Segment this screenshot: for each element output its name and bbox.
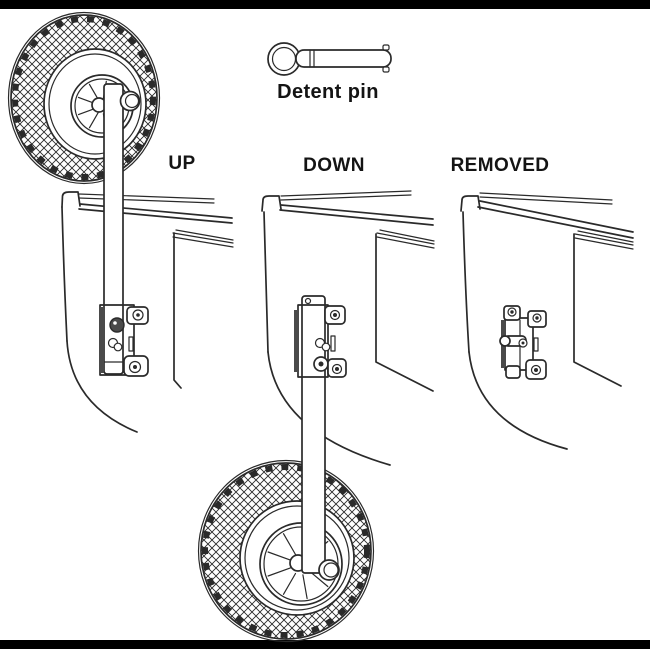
bracket-notch (330, 335, 336, 352)
tire-outline-outer (7, 11, 161, 185)
hull-bottom-curve (468, 351, 568, 450)
transom-left-edge (61, 206, 68, 342)
strut-tube (301, 295, 326, 574)
transom-cap-lines (279, 204, 434, 226)
bracket-notch (533, 337, 539, 352)
gunwale-corner (261, 195, 282, 212)
detent-pin-illustration (267, 42, 392, 76)
inner-rail-stubs (376, 229, 435, 249)
detent-pin-ring-inner (271, 46, 297, 72)
tire-outline-outer (197, 459, 375, 643)
strut-top-hole (304, 297, 312, 305)
bracket-shade (99, 307, 104, 373)
adjust-hole (321, 342, 331, 352)
transom-inner-edge (375, 233, 434, 392)
detent-pin-label: Detent pin (277, 81, 379, 103)
transom-inner-edge (573, 233, 622, 387)
tire-sidewall-inner (244, 505, 350, 611)
gunwale-rail-lines (280, 190, 412, 201)
wheel-up-assembly (7, 11, 161, 377)
transom-cap-lines (78, 203, 233, 224)
label-down: DOWN (303, 155, 365, 176)
detent-pin-ball (382, 44, 390, 51)
detent-pin-head (499, 335, 511, 347)
gunwale-rail-lines (479, 192, 613, 205)
bracket-foot (505, 365, 521, 379)
detent-pin-knob (109, 317, 125, 333)
transom-up (61, 191, 234, 433)
wheel-down-assembly (197, 295, 375, 643)
inner-rail-stubs (172, 229, 234, 248)
detent-pin-collar (309, 49, 315, 68)
adjust-hole (113, 342, 123, 352)
mount-bracket-down (294, 304, 347, 378)
transom-left-edge (263, 211, 269, 353)
bracket-notch (128, 336, 134, 352)
label-up: UP (168, 153, 196, 174)
transom-removed (460, 192, 634, 450)
bracket-shade (294, 310, 299, 372)
tire-outline (10, 14, 158, 182)
bottom-border-bar (0, 640, 650, 649)
transom-cap-lines (477, 200, 634, 239)
gunwale-corner (61, 191, 81, 208)
detent-pin-shaft (295, 49, 392, 68)
inner-rail-stubs (574, 230, 634, 250)
gunwale-rail-lines (78, 193, 215, 204)
tire-tread-blocks (202, 464, 370, 638)
strut-tube (103, 83, 124, 375)
mount-bracket-up (99, 304, 149, 377)
transom-left-edge (462, 211, 470, 353)
gunwale-corner (460, 195, 481, 212)
axle-pin-face (124, 93, 140, 109)
tire-sidewall-inner (48, 53, 142, 155)
hull-bottom-curve (66, 340, 138, 433)
tire-tread-hatch (10, 14, 157, 182)
tire-tread-blocks (12, 16, 156, 180)
tire-outline (200, 462, 372, 640)
transom-inner-edge (173, 232, 182, 389)
axle-pin-face (323, 562, 339, 578)
mount-bracket-removed (499, 305, 547, 380)
transom-down (261, 190, 435, 466)
detent-pin-ball (382, 66, 390, 73)
wheel-rim (259, 522, 343, 606)
tire-tread-hatch (201, 463, 371, 639)
label-removed: REMOVED (450, 155, 550, 176)
top-border-bar (0, 0, 650, 9)
